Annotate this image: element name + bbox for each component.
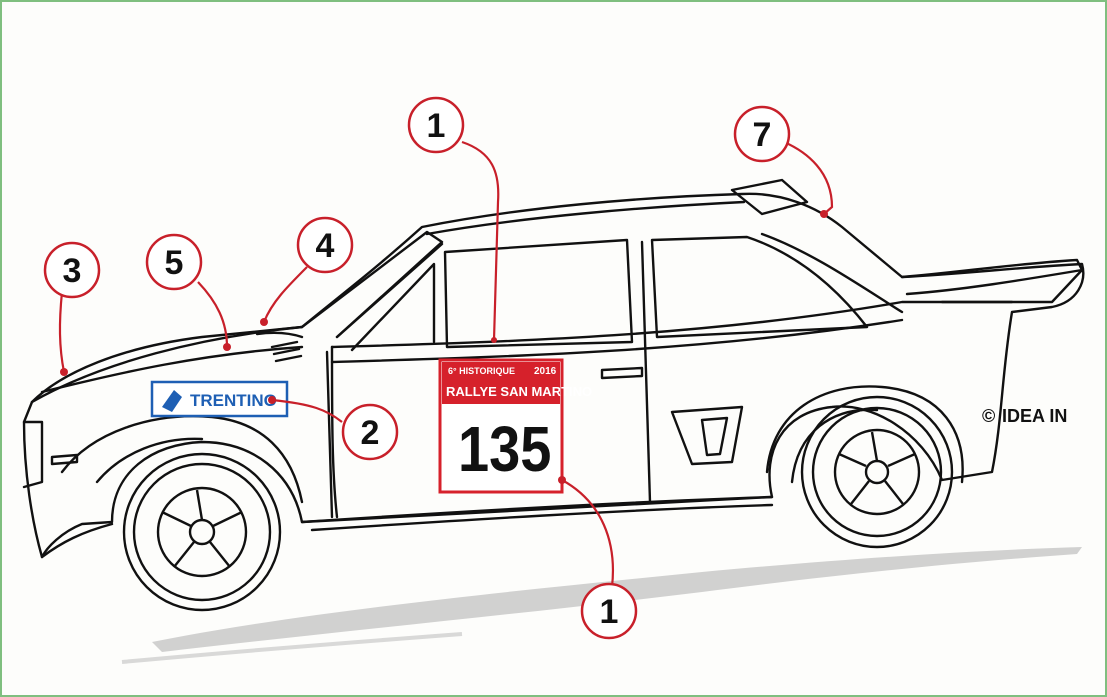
- svg-text:5: 5: [165, 244, 184, 282]
- race-plate: 6° HISTORIQUE 2016 RALLYE SAN MARTINO 13…: [440, 360, 592, 492]
- callout-3: 3: [45, 243, 99, 297]
- svg-text:3: 3: [63, 252, 82, 290]
- trentino-sticker: TRENTINO: [152, 382, 287, 416]
- callout-4: 4: [298, 218, 352, 272]
- callout-7: 7: [735, 107, 789, 161]
- svg-text:7: 7: [753, 116, 772, 154]
- svg-text:6° HISTORIQUE: 6° HISTORIQUE: [448, 366, 515, 376]
- rear-wheel: [802, 397, 952, 547]
- idea-in-sticker: © IDEA IN: [982, 406, 1067, 426]
- copyright-icon: ©: [982, 406, 995, 426]
- svg-text:4: 4: [316, 227, 335, 265]
- callout-5: 5: [147, 235, 201, 289]
- svg-text:IDEA IN: IDEA IN: [1002, 406, 1067, 426]
- front-wheel: [124, 454, 280, 610]
- svg-text:TRENTINO: TRENTINO: [190, 391, 277, 410]
- callout-1-top: 1: [409, 98, 463, 152]
- svg-text:1: 1: [600, 593, 619, 631]
- svg-text:RALLYE SAN MARTINO: RALLYE SAN MARTINO: [446, 384, 592, 399]
- svg-text:1: 1: [427, 107, 446, 145]
- svg-text:135: 135: [458, 413, 551, 486]
- svg-text:2016: 2016: [534, 366, 557, 377]
- callout-1-bottom: 1: [582, 584, 636, 638]
- svg-text:2: 2: [361, 414, 380, 452]
- callout-2: 2: [343, 405, 397, 459]
